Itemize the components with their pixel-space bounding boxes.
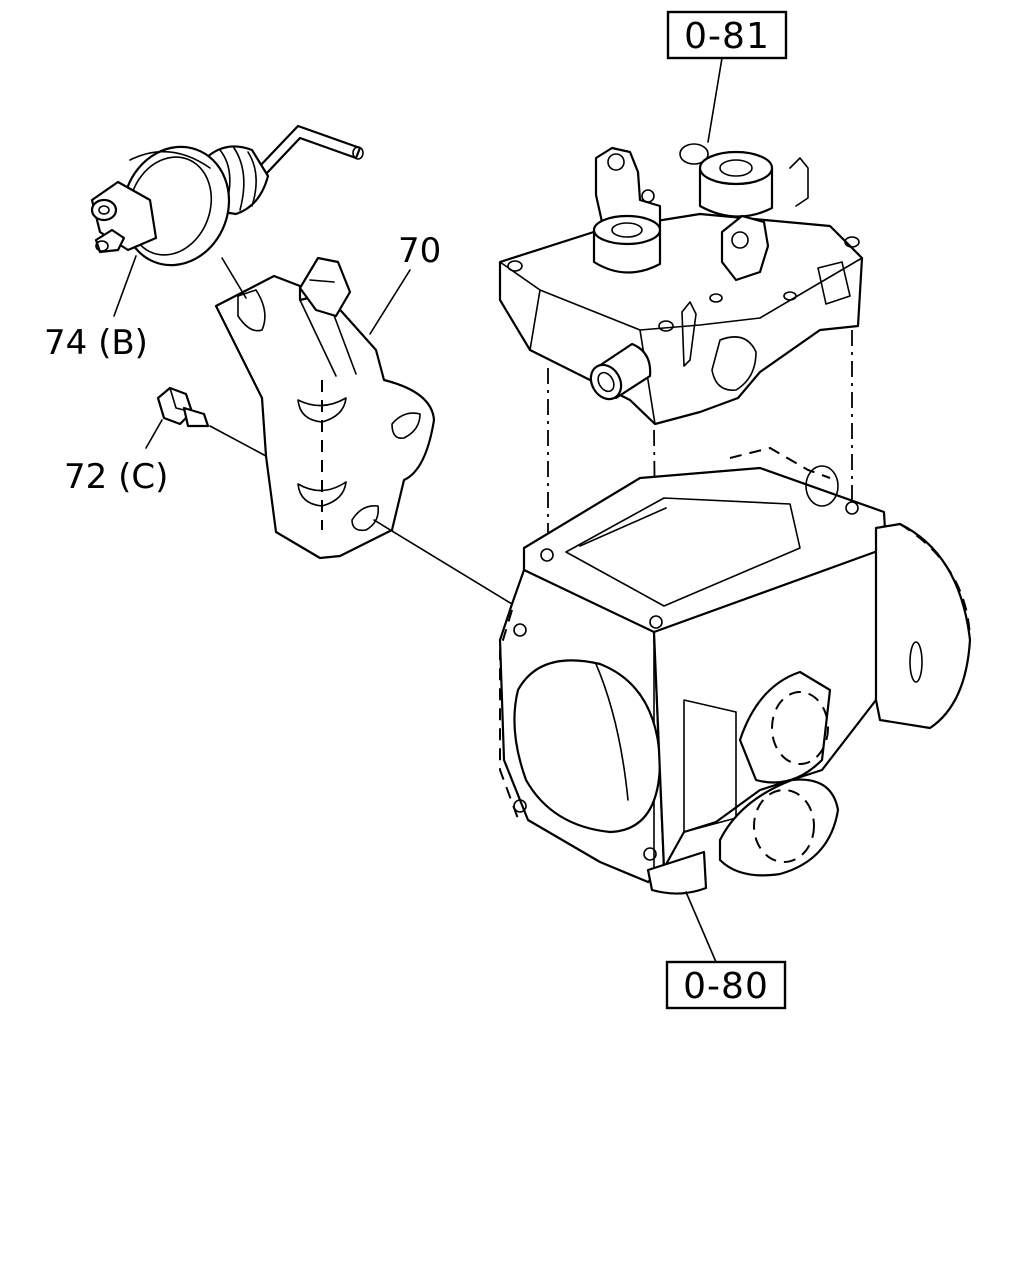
leader-line-top [707,57,723,143]
leader-line-70 [369,269,411,335]
leader-line-72 [145,419,163,449]
reference-box-bottom[interactable]: 0-80 [665,960,787,1010]
reference-box-top[interactable]: 0-81 [666,10,788,60]
callout-70: 70 [398,231,441,271]
mounting-bracket [214,256,436,560]
leader-line-74 [113,255,137,317]
throttle-body-lower [498,446,972,895]
callout-72: 72 (C) [64,457,168,497]
reference-label-bottom: 0-80 [683,966,769,1007]
leader-line-actuator-bracket [221,257,247,299]
valve-block-upper [498,143,864,426]
bolt [156,386,210,428]
leader-line-bolt-bracket [209,425,267,457]
leader-line-bottom [685,891,717,963]
reference-label-top: 0-81 [684,16,770,57]
callout-74: 74 (B) [44,323,148,363]
vacuum-actuator [90,124,364,267]
leader-line-bracket-body [373,519,513,605]
